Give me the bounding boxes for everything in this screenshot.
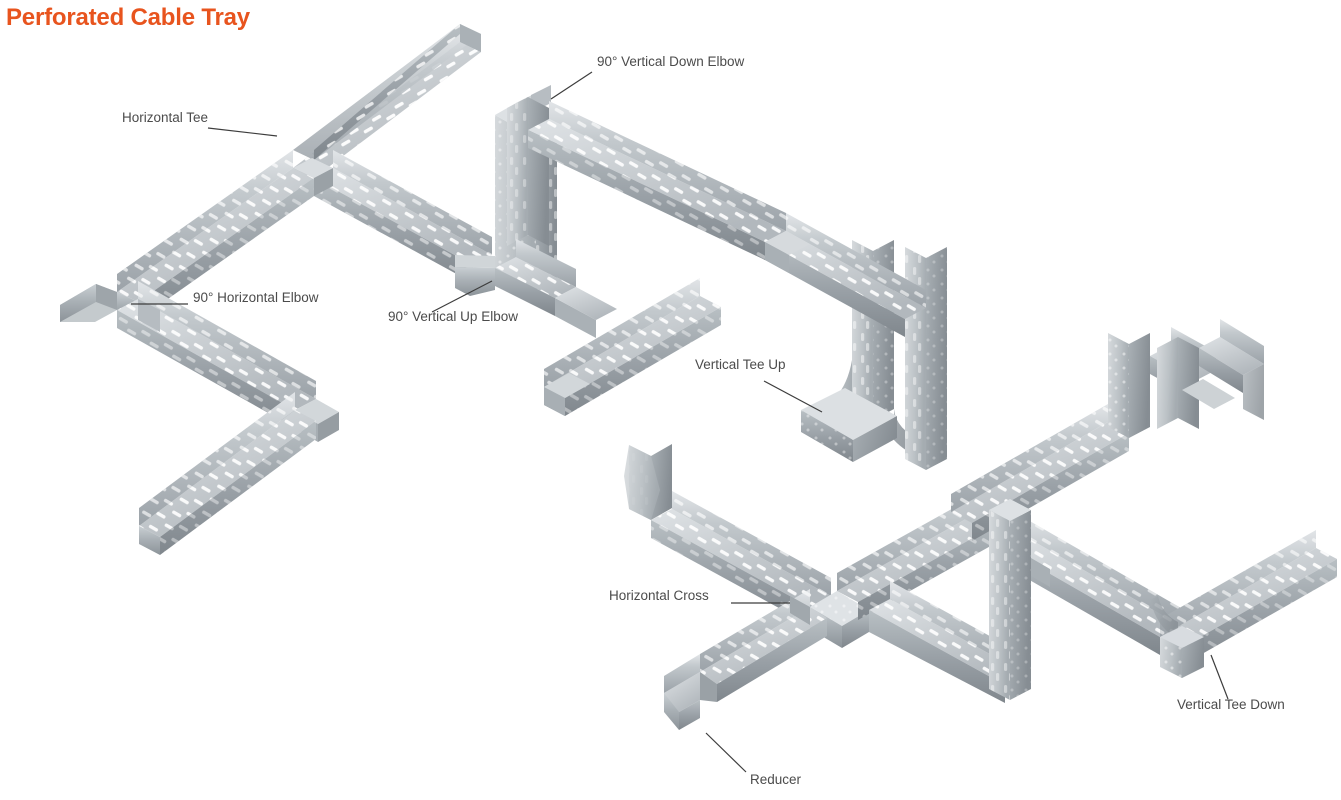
right-lower-riser-cap: [989, 499, 1031, 521]
leader-reducer: [705, 732, 747, 773]
right-lower-left-riser: [989, 510, 1031, 700]
tray-run-right-upper: [951, 404, 1129, 541]
fitting-vertical-tee-down: [1150, 596, 1204, 678]
assembly-right: [951, 319, 1337, 700]
fitting-90-horizontal-elbow: [60, 284, 117, 322]
assembly-left: [60, 24, 492, 555]
fitting-center-left-corner: [544, 373, 590, 416]
center-left-gusset: [624, 445, 660, 520]
tray-run-elbow-zig: [117, 281, 316, 428]
right-vertical-flange: [1108, 333, 1150, 438]
callout-label-horizontal-tee: Horizontal Tee: [122, 110, 209, 125]
tray-run-up-elbow-to-center: [555, 287, 617, 338]
tray-run-center-upper-left: [544, 278, 721, 416]
tray-run-tee-upper-arm: [293, 24, 481, 196]
cross-arm-upper-left: [790, 596, 810, 625]
tray-run-to-cross-upper-left: [651, 491, 831, 625]
tray-run-up-elbow-lower: [495, 239, 576, 316]
fitting-90-vertical-down-elbow: [507, 97, 549, 246]
callout-label-vertical-tee-up: Vertical Tee Up: [695, 357, 786, 372]
center-upper-tee-junction: [765, 231, 810, 273]
callout-label-horizontal-elbow: 90° Horizontal Elbow: [193, 290, 319, 305]
cross-arm-lower-left: [700, 589, 827, 702]
right-far-elbow: [1157, 319, 1264, 429]
right-lower-connector: [1031, 558, 1050, 587]
callout-label-horizontal-cross: Horizontal Cross: [609, 588, 709, 603]
tray-run-center-upper-right: [765, 213, 926, 337]
fitting-reducer: [664, 654, 717, 730]
center-right-column: [905, 247, 947, 470]
callout-label-vertical-down-elbow: 90° Vertical Down Elbow: [597, 54, 745, 69]
callout-leader-lines: [131, 71, 1229, 773]
assembly-center: [544, 213, 1026, 730]
leader-vertical-tee-up: [763, 380, 823, 413]
tray-run-right-lower: [1000, 516, 1181, 655]
leader-vertical-up-elbow: [431, 280, 493, 313]
leader-horizontal-tee: [207, 127, 278, 137]
callout-label-vertical-up-elbow: 90° Vertical Up Elbow: [388, 309, 518, 324]
page-title: Perforated Cable Tray: [6, 4, 250, 31]
tray-run-zig-lower: [139, 392, 316, 555]
tray-run-right-far-lower: [1160, 530, 1337, 666]
callout-label-vertical-tee-down: Vertical Tee Down: [1177, 697, 1285, 712]
assembly-vertical-elbows: [455, 85, 786, 338]
callout-label-reducer: Reducer: [750, 772, 802, 787]
elbow-inner-rail: [138, 299, 160, 332]
leader-vertical-tee-down: [1210, 654, 1229, 700]
tray-run-down-elbow-to-tee: [528, 101, 786, 260]
tray-run-tee-lower-arm: [314, 150, 492, 283]
leader-vertical-down-elbow: [550, 71, 593, 100]
